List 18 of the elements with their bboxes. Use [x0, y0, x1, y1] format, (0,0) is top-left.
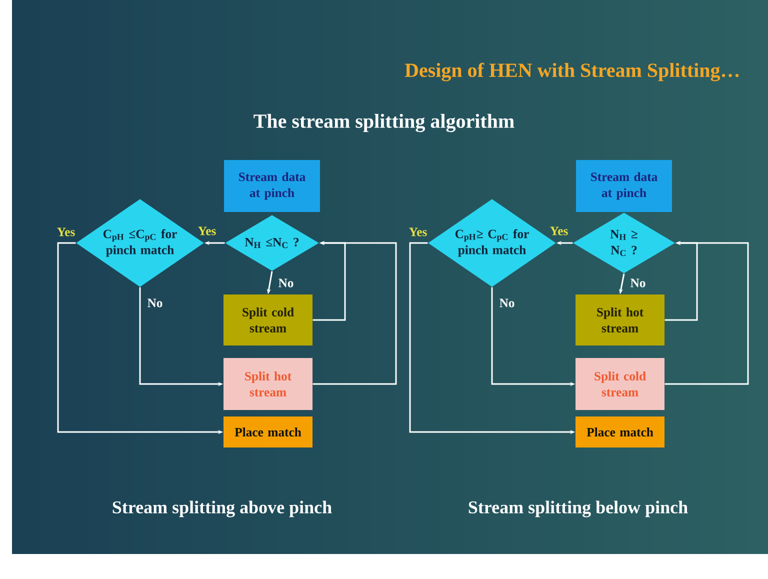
- caption: Stream splitting above pinch: [112, 500, 332, 518]
- edge-label: Yes: [409, 228, 427, 236]
- edge-label: No: [500, 298, 514, 308]
- caption: Stream splitting below pinch: [468, 500, 688, 518]
- data-box: Stream data at pinch: [576, 160, 672, 212]
- subtitle: The stream splitting algorithm: [254, 114, 514, 132]
- edge-label: No: [278, 278, 294, 288]
- edge-label: No: [148, 298, 162, 308]
- edge-label: No: [630, 278, 646, 288]
- data-box: Stream data at pinch: [224, 160, 320, 212]
- process-box: Split cold stream: [224, 294, 312, 346]
- process-box: Split hot stream: [224, 358, 312, 410]
- slide-title: Design of HEN with Stream Splitting…: [404, 62, 739, 82]
- process-box: Place match: [576, 416, 664, 448]
- process-box: Place match: [224, 416, 312, 448]
- edge-label: Yes: [57, 228, 75, 236]
- process-box: Split cold stream: [576, 358, 664, 410]
- process-box: Split hot stream: [576, 294, 664, 346]
